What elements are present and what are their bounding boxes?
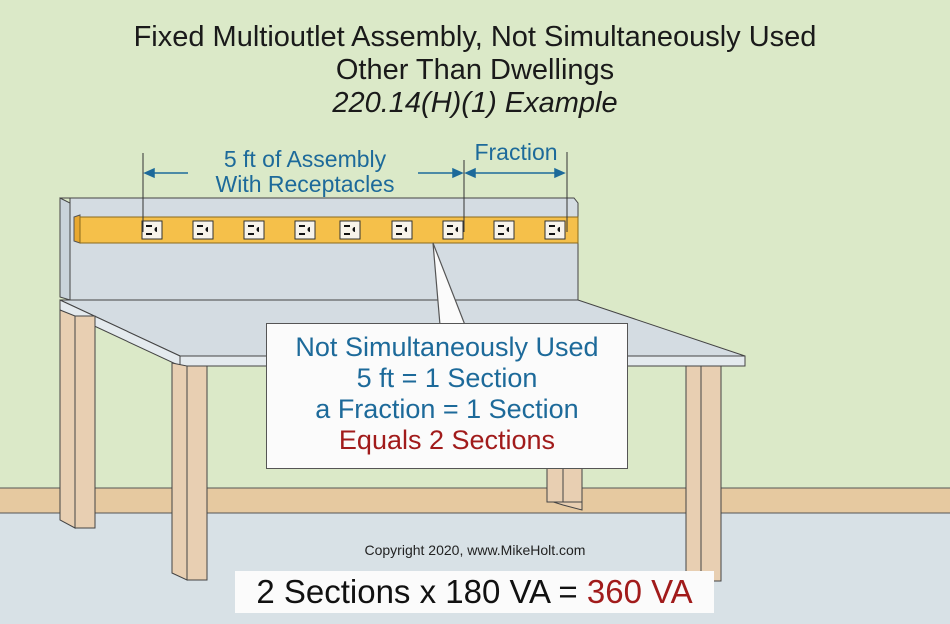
baseboard — [0, 487, 950, 514]
receptacle-icon — [442, 220, 464, 240]
receptacle-icon — [141, 220, 163, 240]
diagram-title: Fixed Multioutlet Assembly, Not Simultan… — [133, 21, 817, 53]
result-expression: 2 Sections x 180 VA = — [256, 573, 578, 610]
result-value: 360 VA — [586, 573, 693, 610]
receptacle-icon — [391, 220, 413, 240]
backsplash — [59, 197, 579, 303]
assembly-dimension-label: 5 ft of Assembly With Receptacles — [190, 147, 420, 197]
receptacle-group — [141, 220, 566, 240]
callout-line-2: 5 ft = 1 Section — [356, 363, 538, 393]
callout-line-3: a Fraction = 1 Section — [315, 394, 579, 424]
diagram-subtitle: Other Than Dwellings — [335, 54, 615, 86]
receptacle-icon — [192, 220, 214, 240]
receptacle-icon — [339, 220, 361, 240]
copyright-notice: Copyright 2020, www.MikeHolt.com — [364, 542, 586, 558]
fraction-dimension-label: Fraction — [474, 139, 558, 165]
dimension-arrows — [143, 167, 566, 179]
receptacle-icon — [243, 220, 265, 240]
receptacle-icon — [544, 220, 566, 240]
callout-line-4: Equals 2 Sections — [338, 425, 556, 455]
result-box: 2 Sections x 180 VA = 360 VA — [235, 571, 714, 613]
code-reference: 220.14(H)(1) Example — [332, 87, 618, 119]
assembly-label-line1: 5 ft of Assembly — [223, 146, 387, 172]
front-leg-left — [59, 309, 96, 529]
callout-box: Not Simultaneously Used 5 ft = 1 Section… — [266, 323, 628, 469]
callout-line-1: Not Simultaneously Used — [295, 332, 599, 362]
assembly-label-line2: With Receptacles — [215, 171, 395, 197]
receptacle-icon — [493, 220, 515, 240]
receptacle-icon — [294, 220, 316, 240]
dimension-lines — [142, 152, 568, 232]
front-leg-center — [171, 362, 208, 581]
